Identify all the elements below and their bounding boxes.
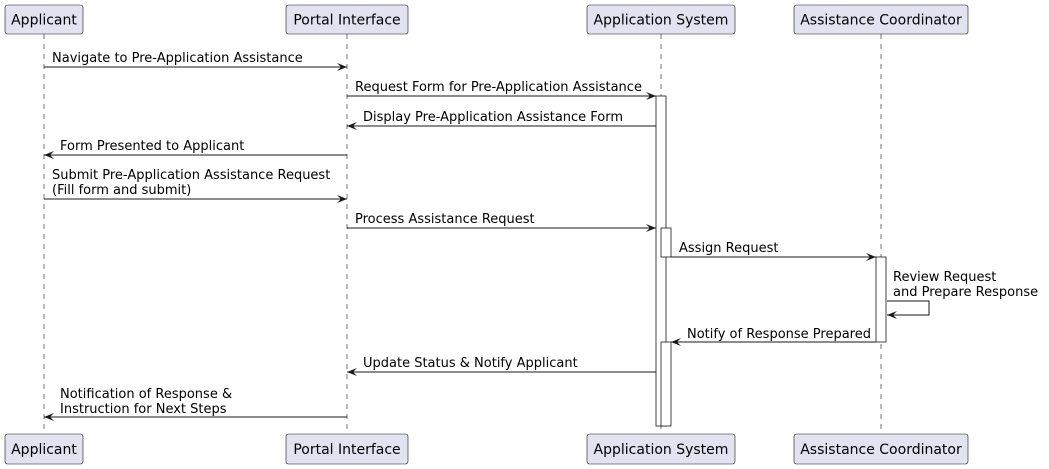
message-1: Navigate to Pre-Application Assistance (44, 51, 347, 71)
message-6: Process Assistance Request (347, 212, 656, 232)
arrowhead (44, 413, 54, 421)
message-label: Notify of Response Prepared (687, 327, 871, 342)
message-8: Review Request and Prepare Response (887, 270, 1038, 319)
message-label: Process Assistance Request (355, 212, 535, 227)
message-label: Notification of Response & (60, 387, 232, 402)
message-9: Notify of Response Prepared (671, 327, 876, 346)
participant-box (586, 4, 736, 35)
message-label: Display Pre-Application Assistance Form (363, 110, 623, 125)
participant-box (4, 4, 84, 35)
message-7: Assign Request (671, 241, 876, 261)
participant-box (586, 433, 736, 465)
arrowhead (646, 224, 656, 232)
participant-label: Assistance Coordinator (800, 442, 962, 458)
participant-box (4, 433, 84, 465)
activation-bars (655, 95, 887, 427)
message-11: Notification of Response &Instruction fo… (44, 387, 347, 421)
message-label: Assign Request (679, 241, 778, 256)
message-label: Form Presented to Applicant (60, 139, 244, 154)
activation-bar (660, 341, 672, 427)
message-5: Submit Pre-Application Assistance Reques… (44, 168, 347, 203)
message-4: Form Presented to Applicant (44, 139, 347, 159)
participant-box (285, 4, 409, 35)
activation-bar (875, 256, 887, 343)
messages: Navigate to Pre-Application AssistanceRe… (44, 51, 1038, 421)
arrowhead (866, 253, 876, 261)
participant-applicant-bottom: Applicant (4, 433, 84, 465)
message-label: Request Form for Pre-Application Assista… (355, 80, 642, 95)
message-label: Update Status & Notify Applicant (363, 356, 578, 371)
message-label: Navigate to Pre-Application Assistance (52, 51, 303, 66)
participant-label: Application System (594, 442, 729, 458)
participant-portal-top: Portal Interface (285, 4, 409, 35)
arrowhead (646, 92, 656, 100)
participant-label: Assistance Coordinator (800, 13, 962, 29)
self-message-line (887, 300, 930, 316)
message-label: Review Request (893, 270, 996, 285)
arrowhead (347, 368, 357, 376)
arrowhead (44, 151, 54, 159)
participant-label: Application System (594, 13, 729, 29)
arrowhead (671, 338, 681, 346)
participant-coordinator-bottom: Assistance Coordinator (793, 433, 969, 465)
participant-label: Portal Interface (293, 442, 400, 458)
arrowhead (337, 195, 347, 203)
message-10: Update Status & Notify Applicant (347, 356, 656, 376)
arrowhead (337, 63, 347, 71)
participant-label: Applicant (11, 13, 77, 29)
message-2: Request Form for Pre-Application Assista… (347, 80, 656, 100)
participant-label: Portal Interface (293, 13, 400, 29)
message-label: Submit Pre-Application Assistance Reques… (52, 168, 330, 183)
message-label: Instruction for Next Steps (60, 402, 227, 417)
participant-box (793, 4, 969, 35)
activation-bar (660, 227, 672, 258)
message-label: and Prepare Response (893, 285, 1038, 300)
participant-applicant-top: Applicant (4, 4, 84, 35)
participant-portal-bottom: Portal Interface (285, 433, 409, 465)
participant-coordinator-top: Assistance Coordinator (793, 4, 969, 35)
participant-box (285, 433, 409, 465)
arrowhead (887, 311, 897, 319)
participant-label: Applicant (11, 442, 77, 458)
message-3: Display Pre-Application Assistance Form (347, 110, 656, 130)
arrowhead (347, 122, 357, 130)
participant-box (793, 433, 969, 465)
message-label: (Fill form and submit) (52, 183, 191, 198)
participant-system-top: Application System (586, 4, 736, 35)
participant-system-bottom: Application System (586, 433, 736, 465)
